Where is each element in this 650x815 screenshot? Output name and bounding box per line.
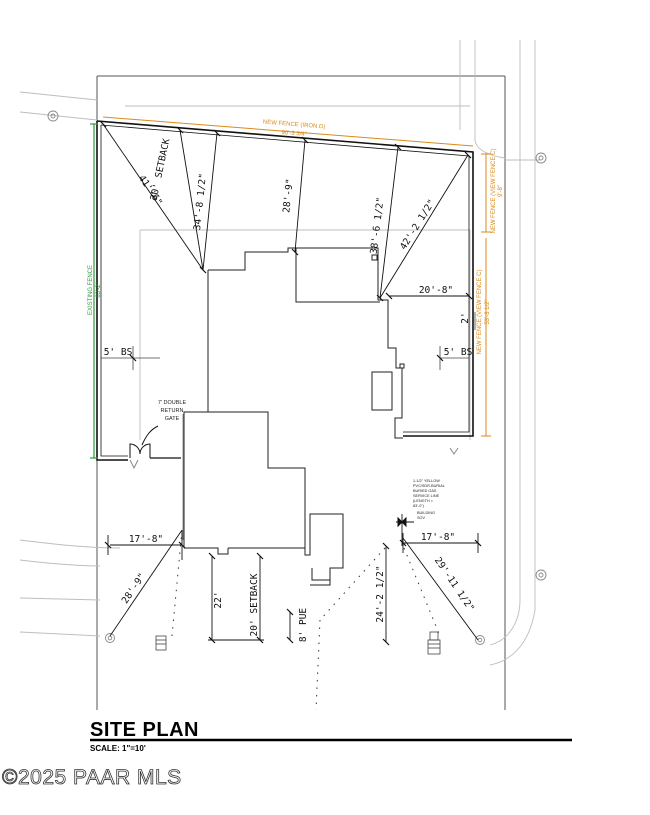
- east-lower-fence-length: 53'-3 1/2": [485, 299, 491, 324]
- west-fence-label: EXISTING FENCE: [88, 265, 94, 315]
- double-gate: [129, 425, 459, 470]
- gate-note-line-1: 7' DOUBLE: [158, 400, 187, 406]
- east-upper-fence-length: 9'-8": [498, 185, 504, 197]
- front-ticks: [104, 539, 482, 646]
- front-right-depth: 24'-2 1/2": [375, 565, 386, 622]
- east-upper-fence-label: NEW FENCE (VIEW FENCE C): [491, 148, 497, 233]
- plan-title: SITE PLAN: [90, 719, 199, 741]
- dimension-d5: 42'-2 1/2": [398, 198, 438, 252]
- right-building-setback: 5' BS: [444, 347, 473, 358]
- dimension-d6: 20'-8": [419, 285, 453, 296]
- front-right-diagonal: 29'-11 1/2": [432, 555, 476, 613]
- building-note-line-1: BUILDING: [417, 511, 435, 515]
- dimension-d3: 28'-9": [281, 178, 296, 213]
- building-note-line-2: SOV: [417, 516, 425, 520]
- utility-note-line-6: 83'-0"): [413, 504, 425, 508]
- lot-perimeter: [96, 120, 474, 461]
- house-footprint: [182, 247, 405, 586]
- east-lower-fence-label: NEW FENCE (VIEW FENCE C): [477, 269, 483, 354]
- pue-label: 8' PUE: [298, 608, 309, 643]
- rear-setback-label: 20' SETBACK: [149, 137, 173, 201]
- mls-watermark: ©2025 PAAR MLS: [2, 766, 182, 789]
- curb-lines: [19, 40, 540, 666]
- new-fence-lines: [102, 116, 491, 437]
- front-left-dimension: 17'-8": [129, 534, 163, 545]
- utility-note-line-5: (LENGTH =: [413, 499, 434, 503]
- east-short-dimension: 2': [460, 312, 471, 323]
- west-fence-length: 83'-2": [96, 282, 102, 297]
- utility-lines: [171, 529, 441, 711]
- front-right-dimension: 17'-8": [421, 532, 455, 543]
- utility-note-line-1: 1-1/2" YELLOW: [413, 479, 440, 483]
- north-fence-length: 90'-3 3/4": [281, 130, 307, 138]
- dimension-d2: 34'-8 1/2": [192, 173, 209, 231]
- utility-note-line-2: PVC/SDR-BURIAL: [413, 484, 445, 488]
- north-fence-label: NEW FENCE (IRON D): [263, 119, 326, 130]
- front-depth-dimension: 22': [213, 591, 224, 608]
- building-valve-symbol: [397, 516, 407, 528]
- meter-boxes: [155, 631, 441, 655]
- property-monuments: [47, 110, 547, 645]
- front-setback-label: 20' SETBACK: [249, 573, 260, 636]
- existing-fence-line: [90, 123, 98, 459]
- dimension-d4: 38'-6 1/2": [369, 197, 387, 255]
- gate-note-line-2: RETURN: [161, 408, 184, 414]
- plan-scale: SCALE: 1"=10': [90, 744, 146, 753]
- dimension-ticks: [99, 120, 473, 362]
- side-setback-lines: [101, 312, 476, 370]
- rear-dimension-lines: [102, 123, 469, 299]
- left-building-setback: 5' BS: [104, 347, 133, 358]
- utility-note-line-3: BURIED GAS: [413, 489, 437, 493]
- utility-note-line-4: SERVICE LINE: [413, 494, 440, 498]
- gate-note-line-3: GATE: [165, 416, 180, 422]
